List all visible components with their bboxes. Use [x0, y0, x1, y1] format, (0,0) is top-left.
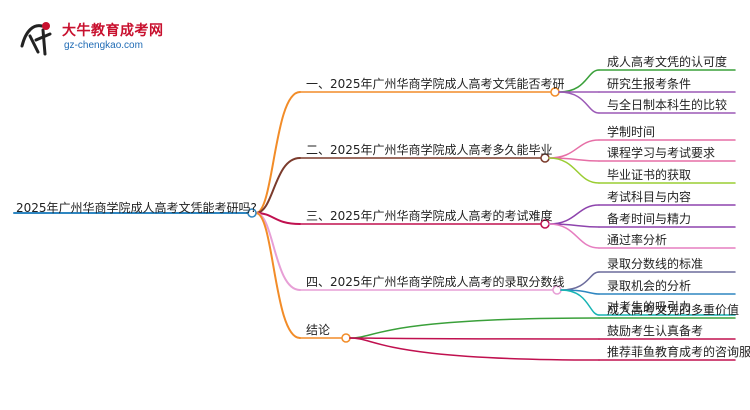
leaf-connector [548, 139, 600, 159]
leaf-topic[interactable]: 毕业证书的获取 [607, 168, 692, 182]
branch-topic[interactable]: 三、2025年广州华商学院成人高考的考试难度 [306, 209, 553, 223]
leaf-connector [548, 223, 600, 249]
leaf-topic[interactable]: 鼓励考生认真备考 [607, 324, 704, 338]
leaf-topic[interactable]: 学制时间 [607, 125, 656, 139]
leaf-topic[interactable]: 录取分数线的标准 [607, 257, 704, 271]
leaf-connector [558, 69, 600, 93]
leaf-connector [548, 204, 600, 225]
logo-url: gz-chengkao.com [64, 40, 143, 51]
branch-connector [255, 157, 301, 214]
root-node[interactable] [247, 208, 257, 218]
leaf-connector [349, 337, 600, 340]
branch-topic[interactable]: 一、2025年广州华商学院成人高考文凭能否考研 [306, 77, 565, 91]
leaf-topic[interactable]: 成人高考文凭的认可度 [607, 55, 728, 69]
leaf-topic[interactable]: 课程学习与考试要求 [607, 146, 716, 160]
leaf-topic[interactable]: 考试科目与内容 [607, 190, 692, 204]
leaf-connector [558, 91, 600, 114]
leaf-topic[interactable]: 备考时间与精力 [607, 212, 692, 226]
leaf-connector [560, 289, 600, 316]
root-topic[interactable]: 2025年广州华商学院成人高考文凭能考研吗? [16, 201, 257, 215]
leaf-connector [560, 271, 600, 291]
leaf-topic[interactable]: 研究生报考条件 [607, 77, 692, 91]
branch-topic[interactable]: 二、2025年广州华商学院成人高考多久能毕业 [306, 143, 553, 157]
leaf-topic[interactable]: 通过率分析 [607, 233, 668, 247]
logo-title: 大牛教育成考网 [62, 23, 164, 39]
site-logo[interactable]: 大牛教育成考网 gz-chengkao.com [10, 16, 210, 64]
branch-connector [255, 212, 301, 339]
leaf-topic[interactable]: 推荐菲鱼教育成考的咨询服务 [607, 345, 750, 359]
branch-topic[interactable]: 结论 [306, 323, 331, 337]
leaf-connector [349, 337, 600, 361]
branch-connector [255, 91, 301, 214]
leaf-connector [349, 317, 600, 339]
leaf-connector [548, 157, 600, 184]
leaf-topic[interactable]: 成人高考文凭的多重价值 [607, 303, 740, 317]
leaf-topic[interactable]: 与全日制本科生的比较 [607, 98, 728, 112]
logo-mark-icon [20, 22, 52, 56]
leaf-topic[interactable]: 对考生的吸引力 [607, 300, 692, 314]
branch-topic[interactable]: 四、2025年广州华商学院成人高考的录取分数线 [306, 275, 565, 289]
branch-node[interactable] [341, 333, 351, 343]
leaf-topic[interactable]: 录取机会的分析 [607, 279, 692, 293]
